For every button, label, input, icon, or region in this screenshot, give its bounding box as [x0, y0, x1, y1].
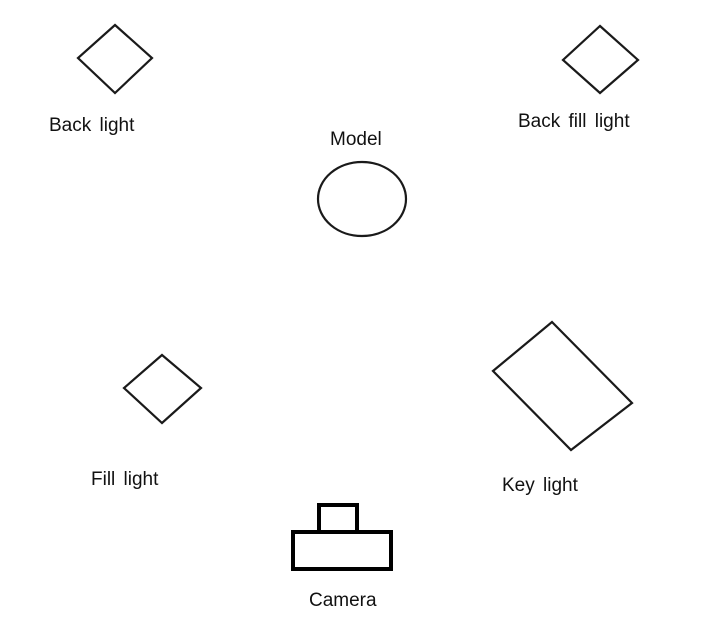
model-shape [316, 160, 408, 238]
model-label: Model [330, 129, 382, 150]
fill-light-shape [122, 353, 203, 425]
back-light-shape [76, 23, 154, 95]
back-light-label: Back light [49, 115, 135, 136]
camera-body [291, 530, 393, 571]
fill-light-label: Fill light [91, 469, 159, 490]
camera-label: Camera [309, 590, 377, 611]
key-light-shape [491, 320, 634, 452]
back-fill-light-label: Back fill light [518, 111, 630, 132]
key-light-label: Key light [502, 475, 578, 496]
camera-viewfinder [317, 503, 359, 534]
back-fill-light-shape [561, 24, 640, 95]
